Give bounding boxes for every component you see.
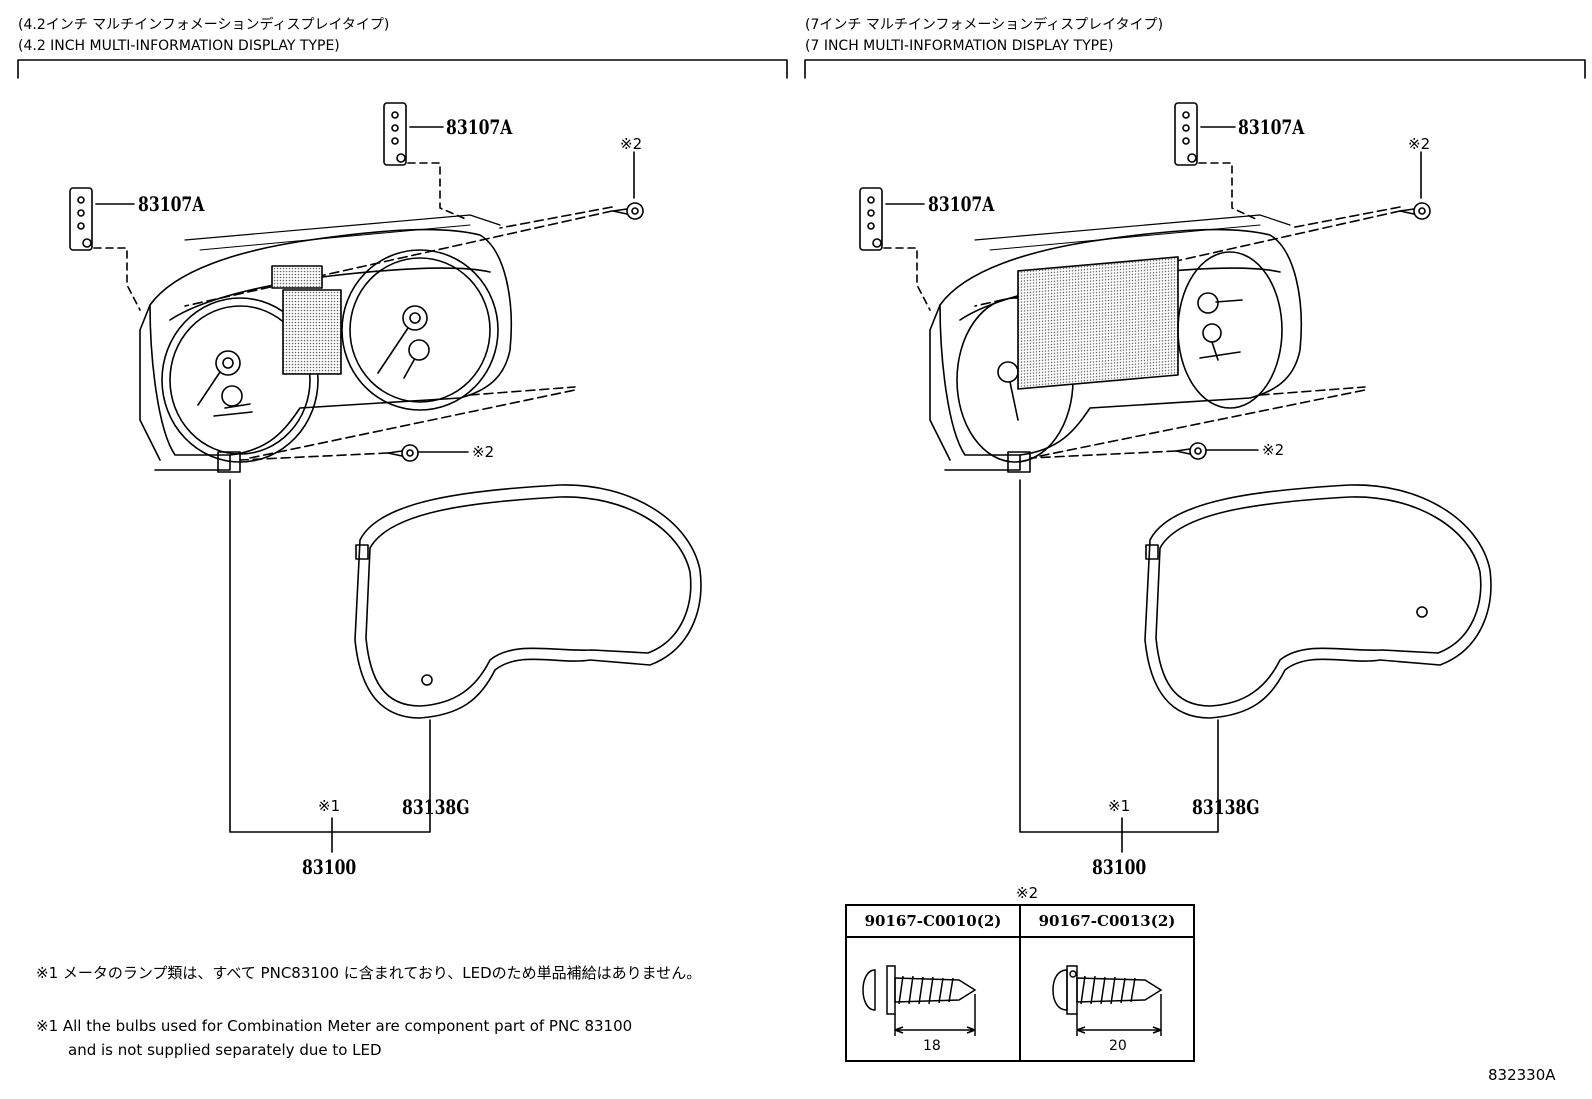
screw-18-drawing (862, 965, 977, 1036)
right-hood (1144, 484, 1492, 719)
fastener-table: 90167-C0010(2) 90167-C0013(2) 18 (845, 904, 1195, 1062)
fastener-table-mark: ※2 (1016, 884, 1039, 902)
left-assembly (69, 102, 702, 853)
note-en-line2: and is not supplied separately due to LE… (68, 1041, 382, 1059)
left-part-bracket-upper[interactable]: 83107A (446, 115, 513, 139)
left-screw-mark-lower: ※2 (472, 443, 495, 461)
screw-20-drawing (1052, 965, 1163, 1036)
left-part-bracket-lower[interactable]: 83107A (138, 192, 205, 216)
right-part-meter[interactable]: 83100 (1092, 855, 1147, 879)
right-meter-body (929, 214, 1303, 473)
right-screw-upper (974, 151, 1431, 307)
right-screw-mark-lower: ※2 (1262, 441, 1285, 459)
fastener-length-1: 18 (923, 1038, 941, 1054)
left-screw-mark-upper: ※2 (620, 135, 643, 153)
right-main-display (1017, 256, 1179, 390)
left-part-meter[interactable]: 83100 (302, 855, 357, 879)
right-bracket-upper (1174, 102, 1259, 221)
left-meter-body (139, 214, 513, 473)
right-meter-callout (1019, 479, 1219, 833)
left-meter-note-mark: ※1 (318, 797, 341, 815)
left-mid-display (282, 289, 342, 375)
left-screw-lower (239, 386, 576, 462)
fastener-part-1[interactable]: 90167-C0010(2) (845, 904, 1021, 938)
left-meter-callout (229, 479, 431, 833)
right-header-en: (7 INCH MULTI-INFORMATION DISPLAY TYPE) (805, 38, 1114, 54)
left-panel-bracket (17, 59, 788, 79)
right-meter-note-mark: ※1 (1108, 797, 1131, 815)
left-screw-upper (184, 151, 644, 307)
left-header-jp: (4.2インチ マルチインフォメーションディスプレイタイプ) (18, 17, 390, 33)
right-header-jp: (7インチ マルチインフォメーションディスプレイタイプ) (805, 17, 1164, 33)
left-part-hood[interactable]: 83138G (402, 795, 470, 819)
fastener-length-2: 20 (1109, 1038, 1127, 1054)
left-bracket-upper (383, 102, 469, 221)
left-bracket-lower (69, 187, 141, 311)
illustration-number: 832330A (1488, 1066, 1556, 1084)
right-part-hood[interactable]: 83138G (1192, 795, 1260, 819)
fastener-cell-2: 20 (1019, 936, 1195, 1062)
right-part-bracket-upper[interactable]: 83107A (1238, 115, 1305, 139)
right-part-bracket-lower[interactable]: 83107A (928, 192, 995, 216)
right-panel-bracket (804, 59, 1586, 79)
right-screw-mark-upper: ※2 (1408, 135, 1431, 153)
note-jp: ※1 メータのランプ類は、すべて PNC83100 に含まれており、LEDのため… (36, 964, 702, 982)
right-assembly (859, 102, 1492, 853)
right-screw-lower (1029, 386, 1366, 460)
note-en-line1: ※1 All the bulbs used for Combination Me… (36, 1017, 633, 1035)
fastener-part-2[interactable]: 90167-C0013(2) (1019, 904, 1195, 938)
fastener-cell-1: 18 (845, 936, 1021, 1062)
right-bracket-lower (859, 187, 931, 311)
left-header-en: (4.2 INCH MULTI-INFORMATION DISPLAY TYPE… (18, 38, 340, 54)
left-hood (354, 484, 702, 719)
